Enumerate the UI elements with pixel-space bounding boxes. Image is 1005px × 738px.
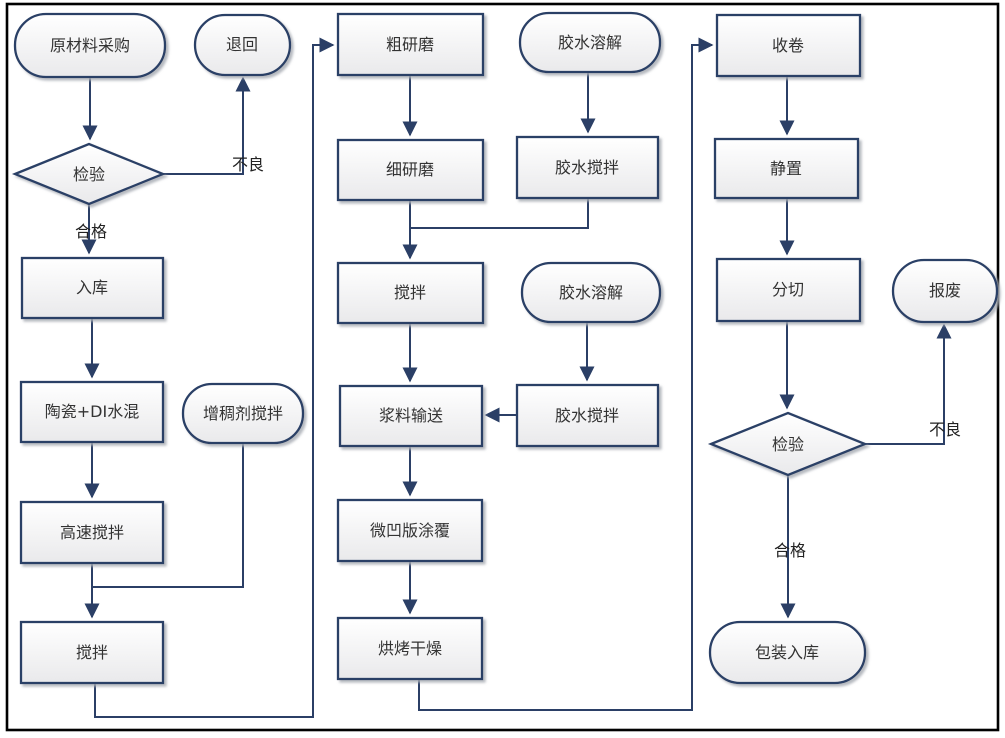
edge-label-defective-1: 不良 — [232, 155, 264, 174]
node-label: 胶水溶解 — [559, 283, 623, 302]
node-glue-stir-1 — [515, 135, 660, 200]
node-label: 包装入库 — [755, 643, 819, 662]
node-label: 分切 — [772, 280, 804, 299]
node-label: 陶瓷+DI水混 — [45, 402, 139, 421]
node-microgravure-coating — [336, 498, 484, 563]
node-label: 胶水搅拌 — [555, 406, 619, 425]
node-warehouse-in — [20, 256, 165, 320]
node-label: 报废 — [929, 281, 961, 300]
node-label: 检验 — [73, 165, 105, 184]
node-label: 浆料输送 — [379, 406, 443, 425]
flow-edge-labels: 不良 合格 不良 合格 — [75, 155, 961, 560]
node-label: 原材料采购 — [50, 36, 130, 55]
node-return — [193, 13, 292, 77]
node-label: 细研磨 — [386, 160, 434, 179]
edge-label-pass-1: 合格 — [75, 222, 107, 241]
node-ceramic-di-water-mix — [19, 380, 165, 444]
node-label: 烘烤干燥 — [378, 639, 442, 658]
edge-label-pass-2: 合格 — [774, 541, 806, 560]
node-inspection-2 — [707, 411, 869, 477]
node-label: 退回 — [226, 35, 258, 54]
node-slurry-transfer — [338, 384, 484, 448]
node-label: 静置 — [770, 159, 802, 178]
arrow-inspection1-to-return — [163, 76, 251, 175]
node-stir-left — [19, 620, 165, 685]
node-packing-warehouse-in — [708, 620, 867, 685]
node-stir-mid — [336, 261, 485, 325]
arrow-stir-left-to-coarse-grinding — [94, 37, 335, 718]
node-label: 检验 — [772, 435, 804, 454]
flow-nodes — [11, 11, 999, 685]
node-label: 微凹版涂覆 — [370, 521, 450, 540]
node-winding — [715, 13, 862, 78]
node-label: 胶水溶解 — [558, 33, 622, 52]
flow-edges — [81, 37, 952, 718]
node-glue-dissolve-1 — [518, 11, 662, 74]
node-coarse-grinding — [336, 12, 485, 77]
node-label: 增稠剂搅拌 — [203, 404, 283, 423]
node-standing — [713, 137, 860, 200]
node-slitting — [715, 257, 862, 323]
node-label: 入库 — [76, 278, 108, 297]
arrow-inspection2-to-scrap — [865, 323, 952, 445]
node-label: 粗研磨 — [386, 35, 434, 54]
node-baking-drying — [336, 616, 484, 681]
node-high-speed-stir — [19, 500, 165, 565]
node-label: 搅拌 — [76, 643, 108, 662]
connector-glue-stir1-join — [410, 198, 589, 229]
arrow-drying-to-winding — [418, 37, 714, 711]
edge-label-defective-2: 不良 — [929, 420, 961, 439]
node-glue-stir-2 — [515, 383, 660, 448]
node-fine-grinding — [336, 138, 485, 202]
node-label: 搅拌 — [394, 283, 426, 302]
node-label: 收卷 — [772, 36, 804, 55]
flow-node-labels: 原材料采购 检验 退回 入库 陶瓷+DI水混 增稠剂搅拌 高速搅拌 搅拌 粗研磨… — [45, 33, 961, 662]
diagram-border — [5, 2, 1000, 732]
node-label: 高速搅拌 — [60, 523, 124, 542]
node-raw-material-purchase — [13, 12, 167, 79]
node-label: 胶水搅拌 — [555, 158, 619, 177]
node-inspection-1 — [11, 142, 167, 206]
node-glue-dissolve-2 — [520, 261, 662, 324]
node-thickener-stir — [181, 382, 305, 445]
node-scrap — [891, 258, 999, 324]
connector-thickener-join — [92, 443, 244, 588]
